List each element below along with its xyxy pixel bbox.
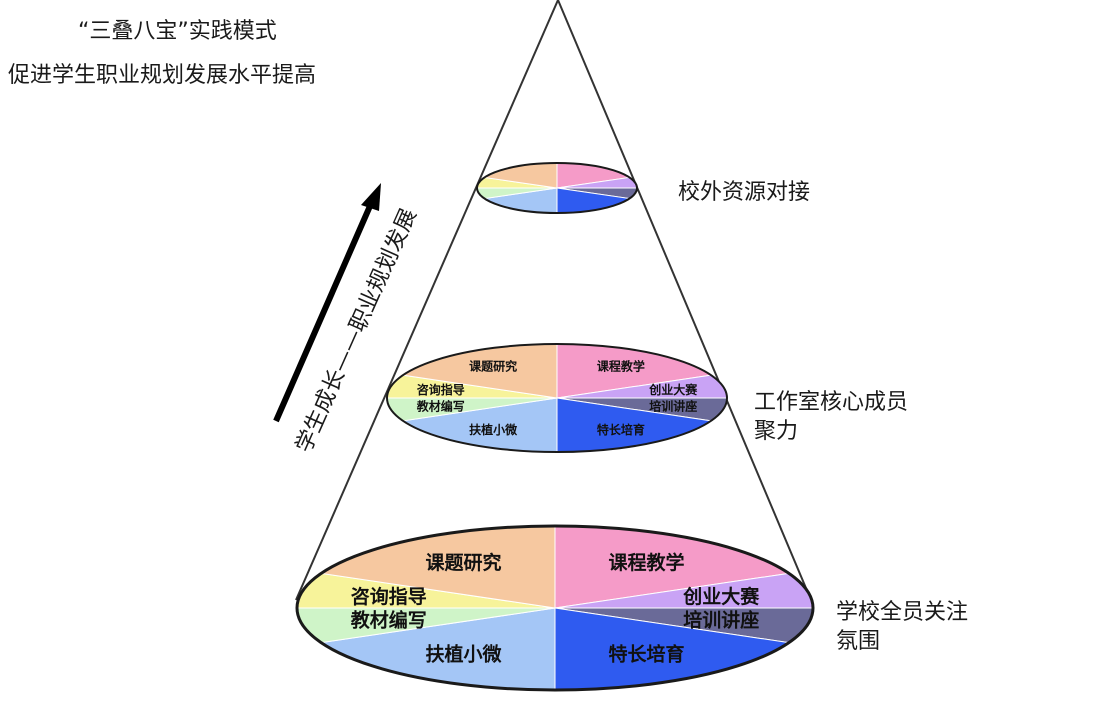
side-label-top: 校外资源对接 bbox=[678, 180, 810, 205]
middle-segment-label-4: 特长培育 bbox=[597, 422, 645, 437]
bottom-segment-label-5: 扶植小微 bbox=[425, 642, 502, 665]
bottom-segment-label-2: 创业大赛 bbox=[682, 585, 760, 608]
middle-segment-label-5: 扶植小微 bbox=[469, 422, 518, 437]
title-line-1: “三叠八宝”实践模式 bbox=[78, 19, 277, 44]
side-label-middle-line-1: 工作室核心成员 bbox=[754, 390, 908, 415]
side-label-middle-line-2: 聚力 bbox=[754, 419, 798, 444]
bottom-segment-label-3: 培训讲座 bbox=[683, 608, 759, 631]
bottom-segment-label-7: 咨询指导 bbox=[351, 585, 427, 608]
middle-segment-label-1: 课程教学 bbox=[597, 358, 645, 373]
tier-top bbox=[476, 162, 638, 214]
middle-segment-label-2: 创业大赛 bbox=[648, 382, 698, 397]
cone-left-edge bbox=[295, 0, 559, 601]
growth-arrow-shaft bbox=[273, 204, 373, 423]
middle-segment-label-7: 咨询指导 bbox=[417, 382, 465, 397]
title-line-2: 促进学生职业规划发展水平提高 bbox=[8, 63, 316, 88]
cone-right-edge bbox=[557, 0, 812, 601]
middle-segment-label-3: 培训讲座 bbox=[649, 398, 697, 413]
side-label-bottom-line-1: 学校全员关注 bbox=[836, 600, 968, 625]
middle-segment-label-8: 课题研究 bbox=[469, 358, 517, 373]
bottom-segment-label-4: 特长培育 bbox=[608, 642, 684, 665]
side-label-bottom-line-2: 氛围 bbox=[836, 629, 880, 654]
top-tier-rim bbox=[476, 162, 638, 214]
growth-arrow-head bbox=[361, 183, 381, 211]
bottom-segment-label-1: 课程教学 bbox=[608, 551, 684, 574]
middle-segment-label-6: 教材编写 bbox=[416, 398, 465, 413]
bottom-tier-rim bbox=[295, 524, 815, 692]
middle-tier-rim bbox=[386, 343, 728, 453]
bottom-segment-label-8: 课题研究 bbox=[425, 551, 501, 574]
bottom-segment-label-6: 教材编写 bbox=[351, 608, 427, 631]
